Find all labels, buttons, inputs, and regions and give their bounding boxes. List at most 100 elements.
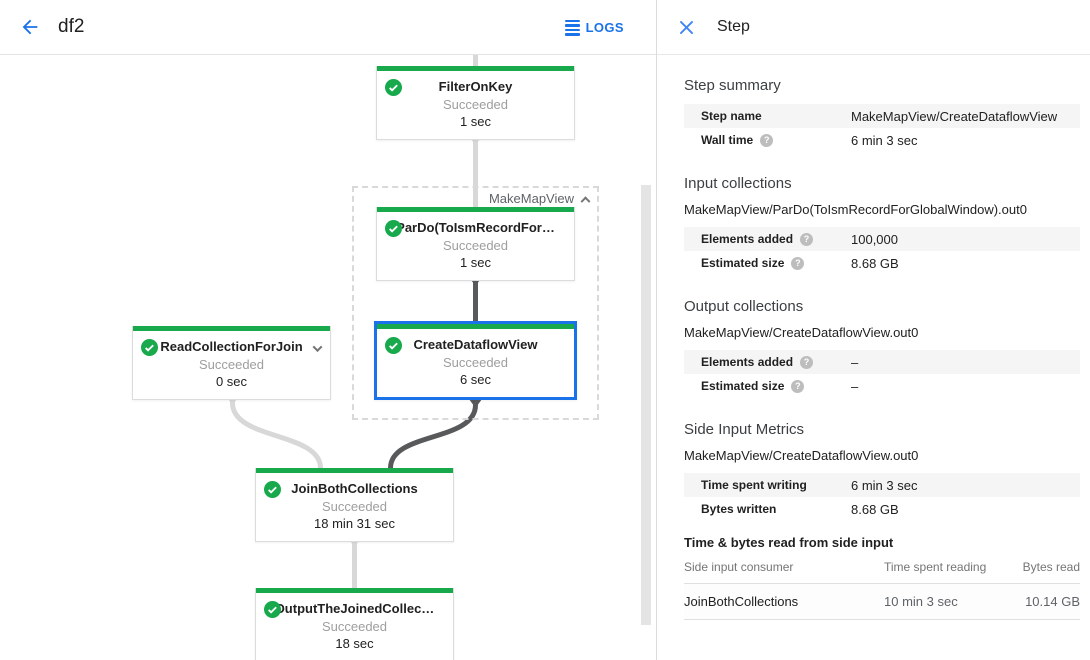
node-title: ParDo(ToIsmRecordFor… bbox=[396, 220, 555, 235]
kv-label: Step name bbox=[701, 109, 762, 123]
node-title: OutputTheJoinedCollec… bbox=[274, 601, 435, 616]
node-status-bar bbox=[256, 468, 453, 473]
section-side-input-read-table: Time & bytes read from side input Side i… bbox=[684, 535, 1080, 620]
graph-scrollbar[interactable] bbox=[641, 185, 651, 625]
node-status-bar bbox=[377, 207, 574, 212]
kv-row-time-spent-writing: Time spent writing 6 min 3 sec bbox=[684, 473, 1080, 497]
graph-node-filteronkey[interactable]: FilterOnKey Succeeded 1 sec bbox=[376, 66, 575, 140]
kv-value: MakeMapView/CreateDataflowView bbox=[851, 108, 1058, 124]
section-heading: Input collections bbox=[684, 175, 792, 192]
kv-row-estimated-size: Estimated size ? – bbox=[684, 374, 1080, 398]
check-circle-icon bbox=[385, 79, 402, 96]
kv-row-elements-added: Elements added ? 100,000 bbox=[684, 227, 1080, 251]
graph-node-pardo-toismrecord[interactable]: ParDo(ToIsmRecordFor… Succeeded 1 sec bbox=[376, 207, 575, 281]
node-status: Succeeded bbox=[321, 499, 388, 514]
kv-value: 6 min 3 sec bbox=[851, 132, 918, 148]
node-title: JoinBothCollections bbox=[291, 481, 418, 496]
node-time: 6 sec bbox=[459, 372, 492, 387]
kv-row-bytes-written: Bytes written 8.68 GB bbox=[684, 497, 1080, 521]
help-icon[interactable]: ? bbox=[800, 232, 814, 246]
panel-title: Step bbox=[717, 18, 750, 35]
job-header: df2 LOGS bbox=[0, 0, 656, 55]
kv-value: – bbox=[851, 354, 859, 370]
node-status-bar bbox=[377, 324, 574, 329]
graph-panel: MakeMapView FilterOnKey Succeeded 1 sec bbox=[0, 0, 656, 660]
logs-button[interactable]: LOGS bbox=[564, 0, 624, 55]
kv-label: Bytes written bbox=[701, 502, 777, 516]
logs-button-label: LOGS bbox=[585, 20, 624, 35]
step-details-panel: Step Step summary Step name MakeMapView/… bbox=[656, 0, 1090, 660]
job-title: df2 bbox=[58, 16, 85, 37]
kv-label: Estimated size bbox=[701, 256, 785, 270]
section-side-input-metrics: Side Input Metrics MakeMapView/CreateDat… bbox=[684, 421, 1080, 521]
kv-value: – bbox=[851, 378, 859, 394]
cell-bytes-read: 10.14 GB bbox=[1002, 583, 1080, 620]
kv-label: Estimated size bbox=[701, 379, 785, 393]
col-header-side-input-consumer: Side input consumer bbox=[684, 552, 884, 584]
section-output-collections: Output collections MakeMapView/CreateDat… bbox=[684, 298, 1080, 398]
node-title: ReadCollectionForJoin bbox=[160, 339, 303, 354]
group-makemapview: MakeMapView bbox=[352, 186, 599, 420]
kv-row-estimated-size: Estimated size ? 8.68 GB bbox=[684, 251, 1080, 275]
close-icon[interactable] bbox=[673, 14, 699, 40]
collection-name: MakeMapView/CreateDataflowView.out0 bbox=[684, 325, 919, 340]
kv-row-wall-time: Wall time ? 6 min 3 sec bbox=[684, 128, 1080, 152]
node-time: 0 sec bbox=[215, 374, 248, 389]
kv-value: 6 min 3 sec bbox=[851, 477, 918, 493]
help-icon[interactable]: ? bbox=[791, 379, 805, 393]
node-title: CreateDataflowView bbox=[413, 337, 538, 352]
check-circle-icon bbox=[264, 481, 281, 498]
graph-node-createdataflowview[interactable]: CreateDataflowView Succeeded 6 sec bbox=[374, 321, 577, 400]
kv-label: Elements added bbox=[701, 355, 794, 369]
help-icon[interactable]: ? bbox=[760, 133, 774, 147]
kv-value: 8.68 GB bbox=[851, 255, 899, 271]
graph-node-joinbothcollections[interactable]: JoinBothCollections Succeeded 18 min 31 … bbox=[255, 468, 454, 542]
kv-value: 8.68 GB bbox=[851, 501, 899, 517]
help-icon[interactable]: ? bbox=[800, 355, 814, 369]
kv-label: Time spent writing bbox=[701, 478, 807, 492]
node-status-bar bbox=[133, 326, 330, 331]
check-circle-icon bbox=[264, 601, 281, 618]
help-icon[interactable]: ? bbox=[791, 256, 805, 270]
graph-node-outputthejoinedcollection[interactable]: OutputTheJoinedCollec… Succeeded 18 sec bbox=[255, 588, 454, 660]
check-circle-icon bbox=[385, 337, 402, 354]
group-makemapview-collapse[interactable]: MakeMapView bbox=[489, 191, 591, 207]
node-status-bar bbox=[377, 66, 574, 71]
kv-value: 100,000 bbox=[851, 231, 898, 247]
chevron-down-icon[interactable] bbox=[312, 339, 323, 357]
node-status: Succeeded bbox=[442, 97, 509, 112]
node-status: Succeeded bbox=[442, 238, 509, 253]
side-input-table: Side input consumer Time spent reading B… bbox=[684, 552, 1080, 620]
col-header-time-spent-reading: Time spent reading bbox=[884, 552, 1002, 584]
node-time: 1 sec bbox=[459, 114, 492, 129]
section-heading: Side Input Metrics bbox=[684, 421, 805, 438]
table-row: JoinBothCollections 10 min 3 sec 10.14 G… bbox=[684, 583, 1080, 620]
graph-node-readcollectionforjoin[interactable]: ReadCollectionForJoin Succeeded 0 sec bbox=[132, 326, 331, 400]
section-heading: Step summary bbox=[684, 77, 781, 94]
section-heading: Output collections bbox=[684, 298, 804, 315]
kv-label: Elements added bbox=[701, 232, 794, 246]
col-header-bytes-read: Bytes read bbox=[1002, 552, 1080, 584]
check-circle-icon bbox=[385, 220, 402, 237]
collection-name: MakeMapView/CreateDataflowView.out0 bbox=[684, 448, 919, 463]
node-status: Succeeded bbox=[198, 357, 265, 372]
check-circle-icon bbox=[141, 339, 158, 356]
node-status: Succeeded bbox=[321, 619, 388, 634]
section-input-collections: Input collections MakeMapView/ParDo(ToIs… bbox=[684, 175, 1080, 275]
node-status-bar bbox=[256, 588, 453, 593]
cell-time-reading: 10 min 3 sec bbox=[884, 583, 1002, 620]
node-title: FilterOnKey bbox=[438, 79, 513, 94]
node-time: 18 sec bbox=[335, 636, 374, 651]
kv-row-elements-added: Elements added ? – bbox=[684, 350, 1080, 374]
node-time: 18 min 31 sec bbox=[314, 516, 395, 531]
kv-row-step-name: Step name MakeMapView/CreateDataflowView bbox=[684, 104, 1080, 128]
node-status: Succeeded bbox=[442, 355, 509, 370]
table-heading: Time & bytes read from side input bbox=[684, 535, 894, 550]
section-step-summary: Step summary Step name MakeMapView/Creat… bbox=[684, 77, 1080, 152]
back-arrow-button[interactable] bbox=[16, 13, 44, 41]
node-time: 1 sec bbox=[459, 255, 492, 270]
collection-name: MakeMapView/ParDo(ToIsmRecordForGlobalWi… bbox=[684, 202, 1027, 217]
step-panel-header: Step bbox=[657, 0, 1090, 55]
chevron-up-icon bbox=[580, 196, 591, 207]
